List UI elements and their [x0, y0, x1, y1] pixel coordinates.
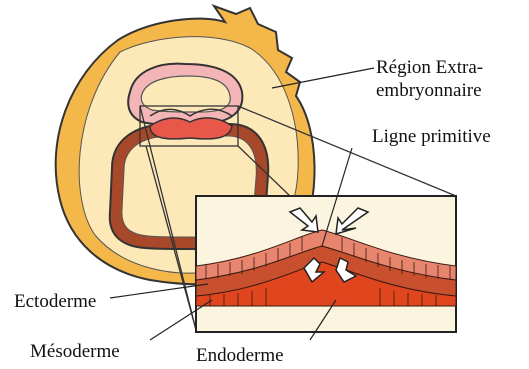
label-endoderme: Endoderme: [196, 344, 284, 367]
label-ligne-primitive: Ligne primitive: [372, 125, 491, 148]
label-region-extra-embryonnaire: Région Extra- embryonnaire: [376, 56, 483, 102]
label-ectoderme: Ectoderme: [14, 290, 96, 313]
label-mesoderme: Mésoderme: [30, 340, 120, 363]
amnion-ring: [128, 64, 242, 126]
section-inset: [196, 196, 456, 332]
label-region-line2: embryonnaire: [376, 79, 483, 102]
label-region-line1: Région Extra-: [376, 56, 483, 79]
